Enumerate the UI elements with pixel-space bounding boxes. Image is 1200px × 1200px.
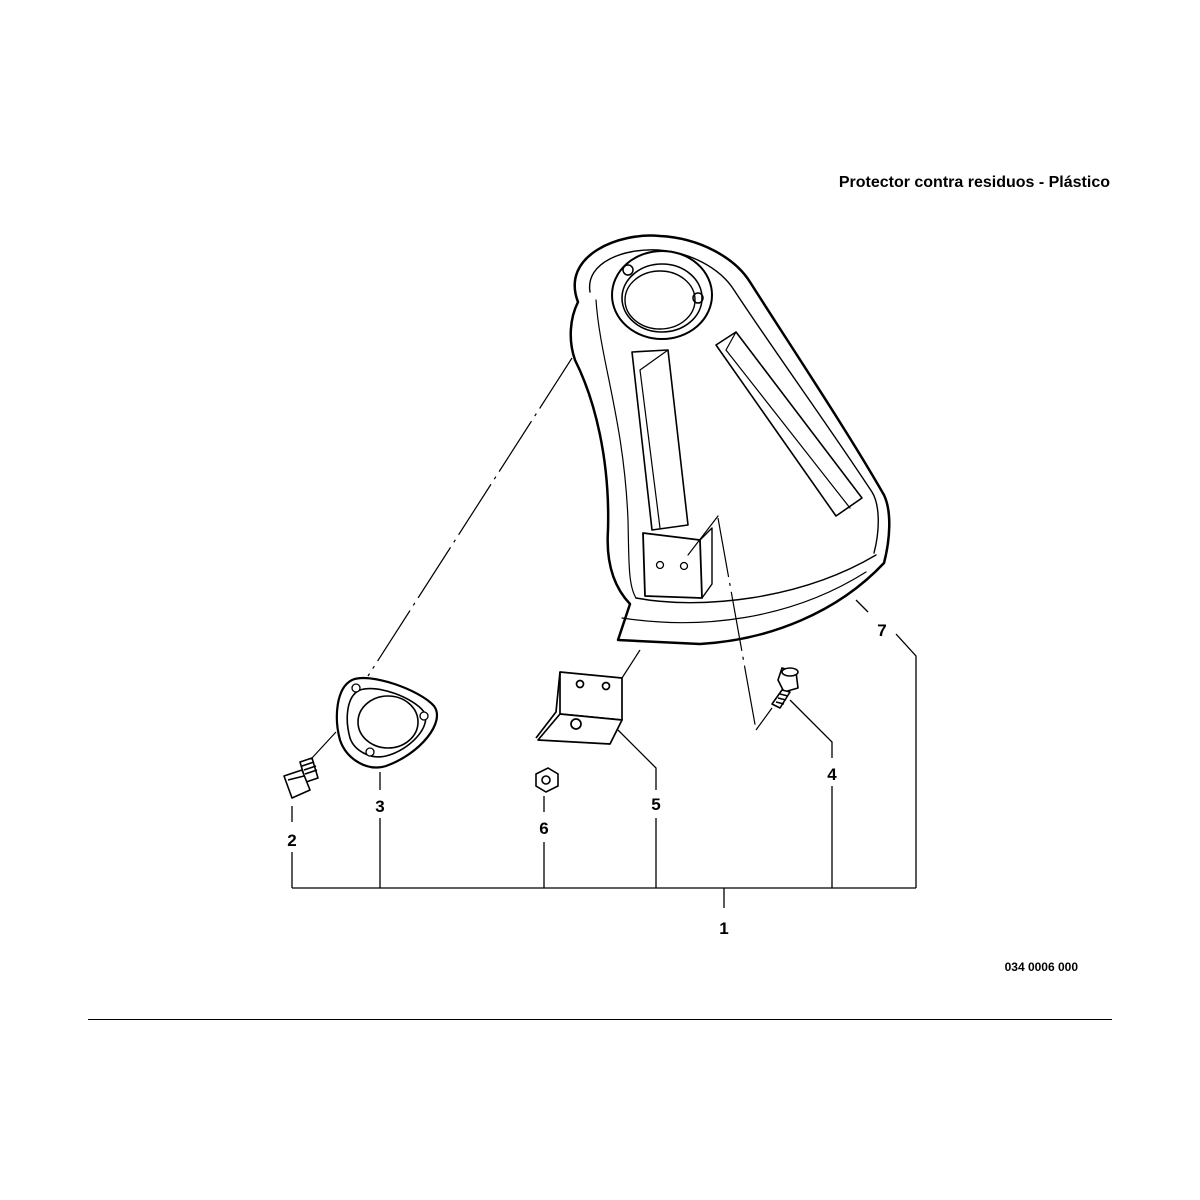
drawing-number: 034 0006 000 [1004,960,1078,974]
callout-6: 6 [539,819,548,838]
callout-4: 4 [827,765,837,784]
header-title-clip: Protector contra residuos - Plástico [700,168,1120,188]
debris-guard-part [569,234,891,646]
assembly-center-lines [367,357,757,731]
footer-divider [88,1019,1112,1020]
screw-part-4 [771,667,799,709]
bracket-part [535,671,623,745]
callout-3: 3 [375,797,384,816]
nut-part [535,767,559,793]
callout-7: 7 [877,621,886,640]
callout-5: 5 [651,795,660,814]
callout-2: 2 [287,831,296,850]
callout-leaders [291,599,917,908]
page-title: Protector contra residuos - Plástico [838,174,1110,188]
screw-part-2 [283,757,319,799]
assembly-leader-lines [311,649,773,759]
callout-1: 1 [719,919,728,938]
mounting-ring-part [335,676,438,769]
